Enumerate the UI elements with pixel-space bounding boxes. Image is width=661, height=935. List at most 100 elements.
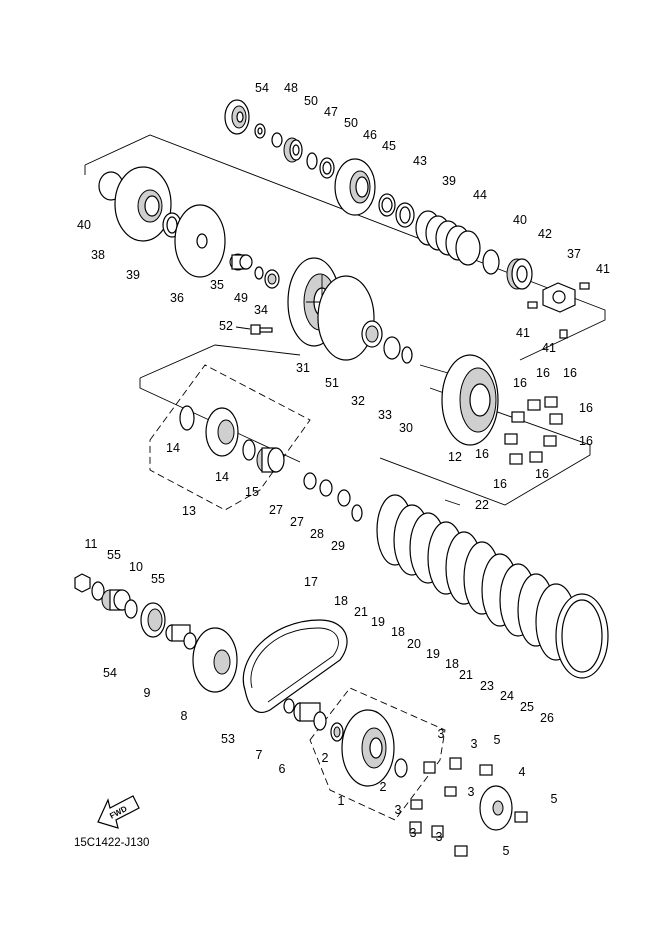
callout-c15: 15: [245, 485, 259, 499]
spring-44: [415, 210, 481, 266]
callout-c54b: 54: [103, 666, 117, 680]
callout-c16h: 16: [493, 477, 507, 491]
circlip-49: [254, 266, 264, 280]
callout-c3c: 3: [468, 785, 475, 799]
callout-c27b: 27: [290, 515, 304, 529]
washer-28: [337, 489, 351, 507]
callout-c47: 47: [324, 105, 338, 119]
seal-2-a: [330, 722, 344, 742]
callout-c21a: 21: [354, 605, 368, 619]
callout-c38: 38: [91, 248, 105, 262]
callout-c6: 6: [279, 762, 286, 776]
callout-c4: 4: [519, 765, 526, 779]
washer-39-top: [395, 202, 415, 228]
o-ring-50-b: [306, 152, 318, 170]
nut-11: [74, 573, 91, 593]
bearing-32: [361, 320, 383, 348]
seat-42: [506, 258, 533, 290]
callout-c43: 43: [413, 154, 427, 168]
assembly-frame-lines: [84, 134, 606, 506]
callout-c34: 34: [254, 303, 268, 317]
callout-c14a: 14: [166, 441, 180, 455]
weights-16: [504, 396, 563, 465]
callout-c18a: 18: [334, 594, 348, 608]
primary-sliding-sheave-12: [419, 354, 499, 446]
circlip-14-b: [242, 439, 256, 461]
circlip-33: [383, 336, 401, 360]
circlip-29: [351, 504, 363, 522]
sliders-3: [409, 757, 462, 838]
v-belt-53: [242, 619, 348, 713]
callout-c7: 7: [256, 748, 263, 762]
callout-c19b: 19: [426, 647, 440, 661]
callout-c18c: 18: [445, 657, 459, 671]
callout-c26: 26: [540, 711, 554, 725]
callout-c51: 51: [325, 376, 339, 390]
callout-c41c: 41: [542, 341, 556, 355]
callout-c30: 30: [399, 421, 413, 435]
bearing-54-top: [224, 99, 250, 135]
callout-c50b: 50: [344, 116, 358, 130]
callout-c24: 24: [500, 689, 514, 703]
callout-c19a: 19: [371, 615, 385, 629]
callout-c32: 32: [351, 394, 365, 408]
callout-c39b: 39: [126, 268, 140, 282]
dashed-subassembly-boxes: [149, 364, 446, 821]
callout-c16c: 16: [563, 366, 577, 380]
pins-41: [527, 282, 590, 339]
callout-c41a: 41: [596, 262, 610, 276]
callout-c21b: 21: [459, 668, 473, 682]
callout-c8: 8: [181, 709, 188, 723]
collar-6: [293, 702, 327, 731]
callout-c50a: 50: [304, 94, 318, 108]
callout-c18b: 18: [391, 625, 405, 639]
circlip-14-a: [179, 405, 195, 431]
callout-c28: 28: [310, 527, 324, 541]
o-ring-50-a: [271, 132, 283, 148]
bearing-34: [264, 269, 280, 289]
callout-c14b: 14: [215, 470, 229, 484]
callout-c9: 9: [144, 686, 151, 700]
o-ring-51: [317, 275, 375, 361]
drawing-code: 15C1422-J130: [74, 837, 149, 849]
nut-37: [542, 282, 576, 313]
callout-c25: 25: [520, 700, 534, 714]
o-ring-40-top: [482, 249, 500, 275]
o-ring-55-b: [124, 599, 138, 619]
callout-c46: 46: [363, 128, 377, 142]
cam-45: [334, 158, 376, 216]
callout-c23: 23: [480, 679, 494, 693]
washer-48: [254, 123, 266, 139]
callout-c5c: 5: [503, 844, 510, 858]
callout-c5a: 5: [494, 733, 501, 747]
callout-c40a: 40: [513, 213, 527, 227]
starter-clutch-gear: [205, 407, 239, 457]
callout-c12: 12: [448, 450, 462, 464]
callout-c2b: 2: [380, 780, 387, 794]
seal-2-b: [394, 758, 408, 778]
spring-22: [444, 499, 461, 506]
bearing-15: [256, 447, 285, 473]
callout-c3f: 3: [436, 830, 443, 844]
clutch-plate-stack: [376, 494, 609, 679]
callout-c55a: 55: [107, 548, 121, 562]
callout-c42: 42: [538, 227, 552, 241]
callout-c27a: 27: [269, 503, 283, 517]
callout-c22: 22: [475, 498, 489, 512]
bearings-27: [303, 472, 333, 497]
callout-c40b: 40: [77, 218, 91, 232]
callout-c3a: 3: [438, 727, 445, 741]
callout-c13: 13: [182, 504, 196, 518]
callout-c53: 53: [221, 732, 235, 746]
callout-c11: 11: [85, 537, 98, 551]
callout-c16f: 16: [475, 447, 489, 461]
callout-c17: 17: [304, 575, 318, 589]
callout-c16e: 16: [579, 434, 593, 448]
callout-c37: 37: [567, 247, 581, 261]
callout-c39a: 39: [442, 174, 456, 188]
sheave-36: [174, 204, 226, 278]
callout-c16a: 16: [513, 376, 527, 390]
collar-9: [165, 624, 197, 650]
